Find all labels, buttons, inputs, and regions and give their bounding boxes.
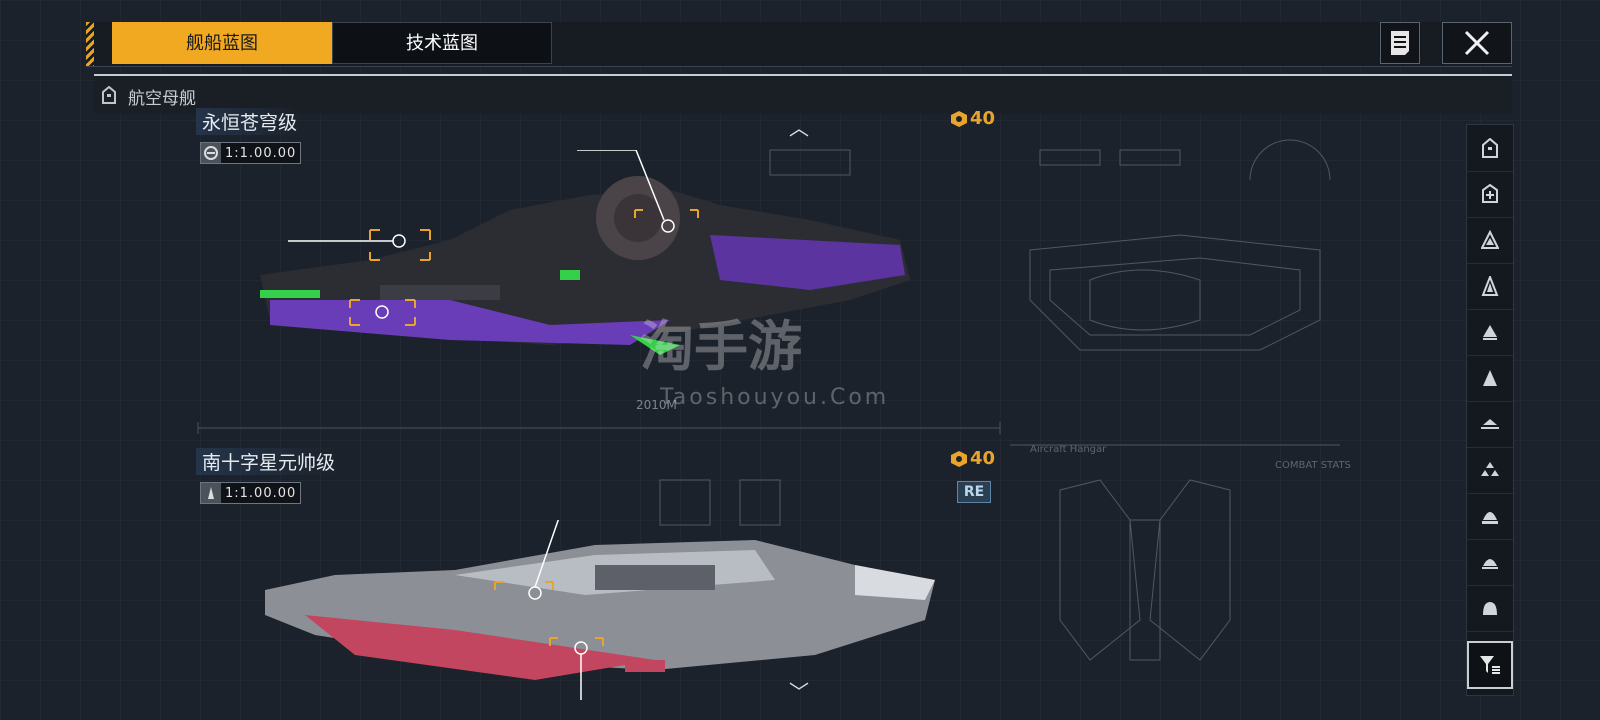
ship-1-model[interactable] bbox=[250, 150, 950, 380]
ship-2-re-badge: RE bbox=[957, 481, 991, 503]
scroll-up-icon[interactable]: ︿ bbox=[789, 116, 809, 140]
scroll-down-icon[interactable]: ﹀ bbox=[789, 680, 809, 704]
ship-1-scale: 1:1.00.00 bbox=[200, 142, 302, 164]
ship-2-cost: 40 bbox=[950, 448, 995, 469]
station-icon bbox=[1482, 512, 1498, 524]
document-button[interactable] bbox=[1380, 22, 1420, 64]
ship-2-scale: 1:1.00.00 bbox=[200, 482, 302, 504]
sidebar-item-half-dome[interactable] bbox=[1467, 585, 1513, 632]
tab-tech-blueprint[interactable]: 技术蓝图 bbox=[332, 22, 552, 64]
top-bar-accent bbox=[86, 22, 94, 66]
ship-1-cost: 40 bbox=[950, 108, 995, 129]
sidebar-item-carrier[interactable] bbox=[1467, 125, 1513, 172]
cost-icon bbox=[951, 110, 967, 127]
watermark-subtext: Taoshouyou.Com bbox=[660, 385, 890, 410]
sidebar-item-squadron[interactable] bbox=[1467, 447, 1513, 494]
hangar-label: Aircraft Hangar bbox=[1030, 444, 1107, 455]
filter-icon bbox=[1480, 656, 1500, 674]
watermark-text: 淘手游 bbox=[640, 315, 802, 378]
category-label: 航空母舰 bbox=[128, 89, 196, 109]
ship-2-type-icon bbox=[201, 483, 221, 503]
ship-1-type-icon bbox=[201, 143, 221, 163]
tab-ship-blueprint[interactable]: 舰船蓝图 bbox=[112, 22, 332, 64]
document-icon bbox=[1391, 31, 1409, 55]
category-bar: 航空母舰 bbox=[94, 74, 1512, 114]
battlecruiser-icon bbox=[1481, 230, 1499, 249]
dome-icon bbox=[1482, 559, 1498, 569]
sidebar-item-battlecruiser[interactable] bbox=[1467, 217, 1513, 264]
sidebar-item-support[interactable] bbox=[1467, 171, 1513, 218]
combat-label: COMBAT STATS bbox=[1275, 460, 1351, 471]
close-icon bbox=[1464, 30, 1490, 56]
close-button[interactable] bbox=[1442, 22, 1512, 64]
cost-icon bbox=[951, 450, 967, 467]
scale-length-label: 2010M bbox=[636, 398, 677, 412]
sidebar-item-dome[interactable] bbox=[1467, 539, 1513, 586]
sidebar-item-corvette[interactable] bbox=[1467, 355, 1513, 402]
sidebar-item-destroyer[interactable] bbox=[1467, 263, 1513, 310]
ship-2-name[interactable]: 南十字星元帅级 bbox=[196, 448, 342, 475]
top-bar: 舰船蓝图 技术蓝图 bbox=[86, 22, 1512, 67]
sidebar-item-fighter[interactable] bbox=[1467, 401, 1513, 448]
filter-button[interactable] bbox=[1467, 641, 1513, 689]
carrier-icon bbox=[1482, 138, 1498, 158]
ship-1-name[interactable]: 永恒苍穹级 bbox=[196, 108, 304, 135]
support-icon bbox=[1482, 184, 1498, 203]
frigate-icon bbox=[1483, 325, 1497, 340]
sidebar-item-frigate[interactable] bbox=[1467, 309, 1513, 356]
carrier-category-icon bbox=[102, 86, 116, 104]
half-dome-icon bbox=[1483, 602, 1497, 615]
squadron-icon bbox=[1481, 462, 1499, 476]
ship-2-model[interactable] bbox=[255, 520, 955, 700]
sidebar-item-station[interactable] bbox=[1467, 493, 1513, 540]
destroyer-icon bbox=[1481, 276, 1499, 296]
ship-class-sidebar bbox=[1466, 124, 1514, 696]
fighter-icon bbox=[1481, 419, 1499, 429]
corvette-icon bbox=[1483, 370, 1497, 386]
